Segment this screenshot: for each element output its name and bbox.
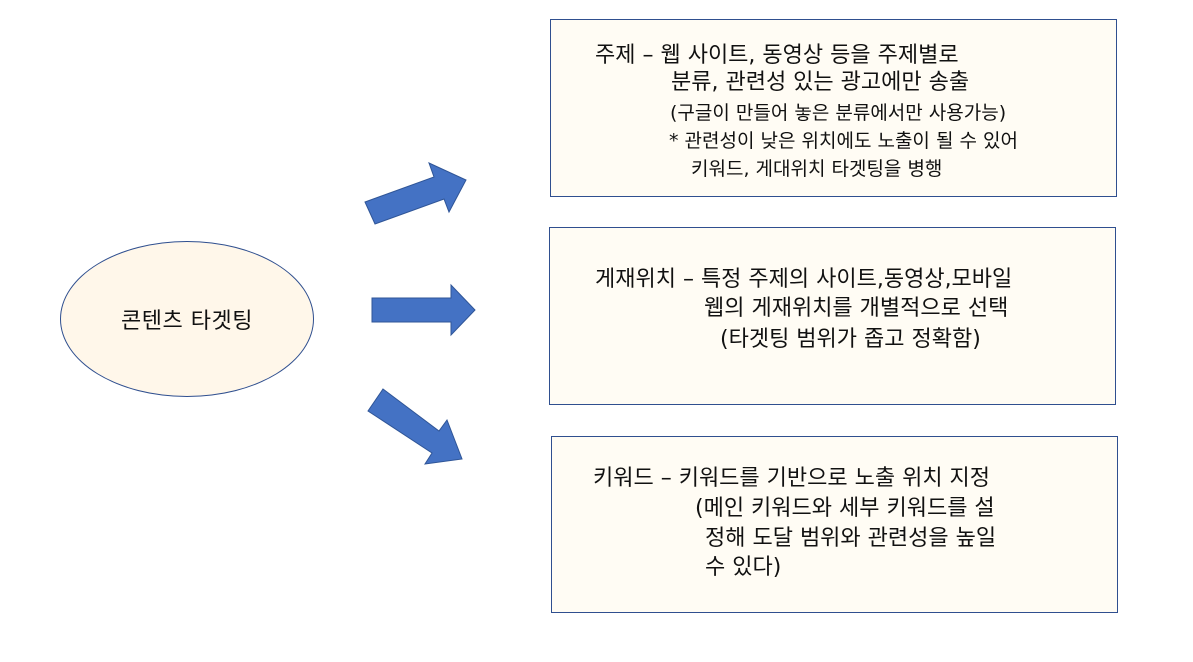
keyword-line-4: 수 있다)	[705, 555, 782, 580]
placement-line-1: 게재위치 – 특정 주제의 사이트,동영상,모바일	[595, 267, 1013, 292]
keyword-line-3: 정해 도달 범위와 관련성을 높일	[705, 526, 997, 551]
keyword-line-2: (메인 키워드와 세부 키워드를 설	[695, 496, 995, 521]
arrow-to-keyword	[367, 388, 463, 465]
arrow-to-placement	[371, 283, 476, 337]
topic-line-3: (구글이 만들어 놓은 분류에서만 사용가능)	[670, 102, 1007, 124]
content-targeting-label: 콘텐츠 타겟팅	[121, 309, 253, 334]
topic-targeting-box: 주제 – 웹 사이트, 동영상 등을 주제별로 분류, 관련성 있는 광고에만 …	[550, 19, 1117, 197]
placement-line-3: (타겟팅 범위가 좁고 정확함)	[720, 327, 981, 352]
placement-targeting-box: 게재위치 – 특정 주제의 사이트,동영상,모바일 웹의 게재위치를 개별적으로…	[549, 227, 1116, 405]
content-targeting-node: 콘텐츠 타겟팅	[60, 241, 314, 397]
topic-line-5: 키워드, 게대위치 타겟팅을 병행	[691, 158, 943, 180]
keyword-line-1: 키워드 – 키워드를 기반으로 노출 위치 지정	[593, 466, 991, 491]
topic-line-4: * 관련성이 낮은 위치에도 노출이 될 수 있어	[669, 130, 1018, 152]
topic-line-1: 주제 – 웹 사이트, 동영상 등을 주제별로	[595, 43, 959, 68]
topic-line-2: 분류, 관련성 있는 광고에만 송출	[671, 70, 970, 95]
keyword-targeting-box: 키워드 – 키워드를 기반으로 노출 위치 지정 (메인 키워드와 세부 키워드…	[551, 436, 1118, 613]
arrow-to-topic	[364, 162, 467, 225]
placement-line-2: 웹의 게재위치를 개별적으로 선택	[704, 296, 1009, 321]
